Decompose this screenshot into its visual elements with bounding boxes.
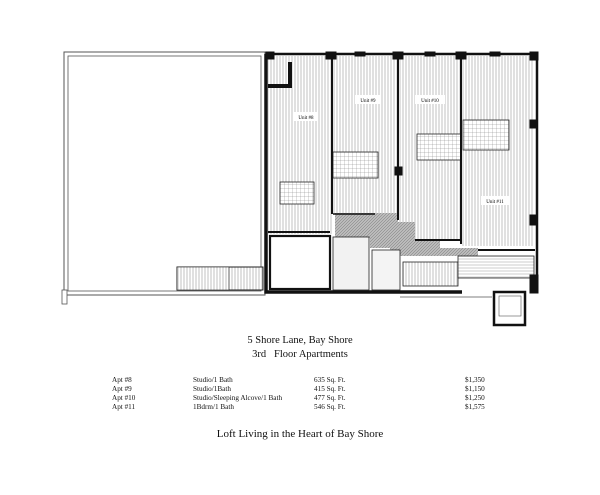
bath-10	[416, 133, 462, 161]
unit-11-floor	[462, 56, 534, 246]
apt-number: Apt #8	[112, 376, 132, 384]
unit-8-label: Unit #8	[298, 116, 314, 121]
unit-9-floor	[333, 56, 397, 214]
tagline: Loft Living in the Heart of Bay Shore	[216, 428, 384, 440]
address-title: 5 Shore Lane, Bay Shore	[247, 335, 353, 346]
unit-8-floor	[268, 56, 332, 234]
apt-rent: $1,250	[465, 394, 485, 402]
stair-room	[371, 249, 401, 291]
walls	[264, 51, 539, 294]
roof-area	[61, 51, 266, 305]
apt-rent: $1,150	[465, 385, 485, 393]
apt-rent: $1,350	[465, 376, 485, 384]
stair-center	[402, 261, 459, 287]
apt-size: 415 Sq. Ft.	[314, 385, 346, 393]
corridor	[335, 213, 478, 256]
unit-10-label: Unit #10	[421, 99, 439, 104]
apt-type: Studio/1 Bath	[193, 376, 233, 384]
apt-number: Apt #11	[112, 403, 136, 411]
apt-type: Studio/Sleeping Alcove/1 Bath	[193, 394, 283, 402]
floor-subtitle: 3rd Floor Apartments	[252, 349, 348, 360]
bath-8	[279, 181, 315, 205]
apt-size: 477 Sq. Ft.	[314, 394, 346, 402]
stair-left	[176, 266, 264, 291]
apt-size: 635 Sq. Ft.	[314, 376, 346, 384]
laundry-room	[332, 236, 370, 291]
stair-box-right	[400, 290, 527, 327]
bath-11	[462, 119, 510, 151]
apt-size: 546 Sq. Ft.	[314, 403, 346, 411]
apt-type: Studio/1Bath	[193, 385, 231, 393]
unit-11-label: Unit #11	[486, 200, 504, 205]
apt-number: Apt #10	[112, 394, 136, 402]
unit-9-label: Unit #9	[360, 99, 376, 104]
deck	[457, 255, 535, 279]
apt-type: 1Bdrm/1 Bath	[193, 403, 234, 411]
apt-rent: $1,575	[465, 403, 485, 411]
apt-number: Apt #9	[112, 385, 132, 393]
elevator-shaft	[268, 234, 332, 291]
bath-9	[332, 151, 379, 179]
floor-plan-drawing: Unit #8 Unit #9 Unit #10 Unit #11	[61, 51, 539, 327]
